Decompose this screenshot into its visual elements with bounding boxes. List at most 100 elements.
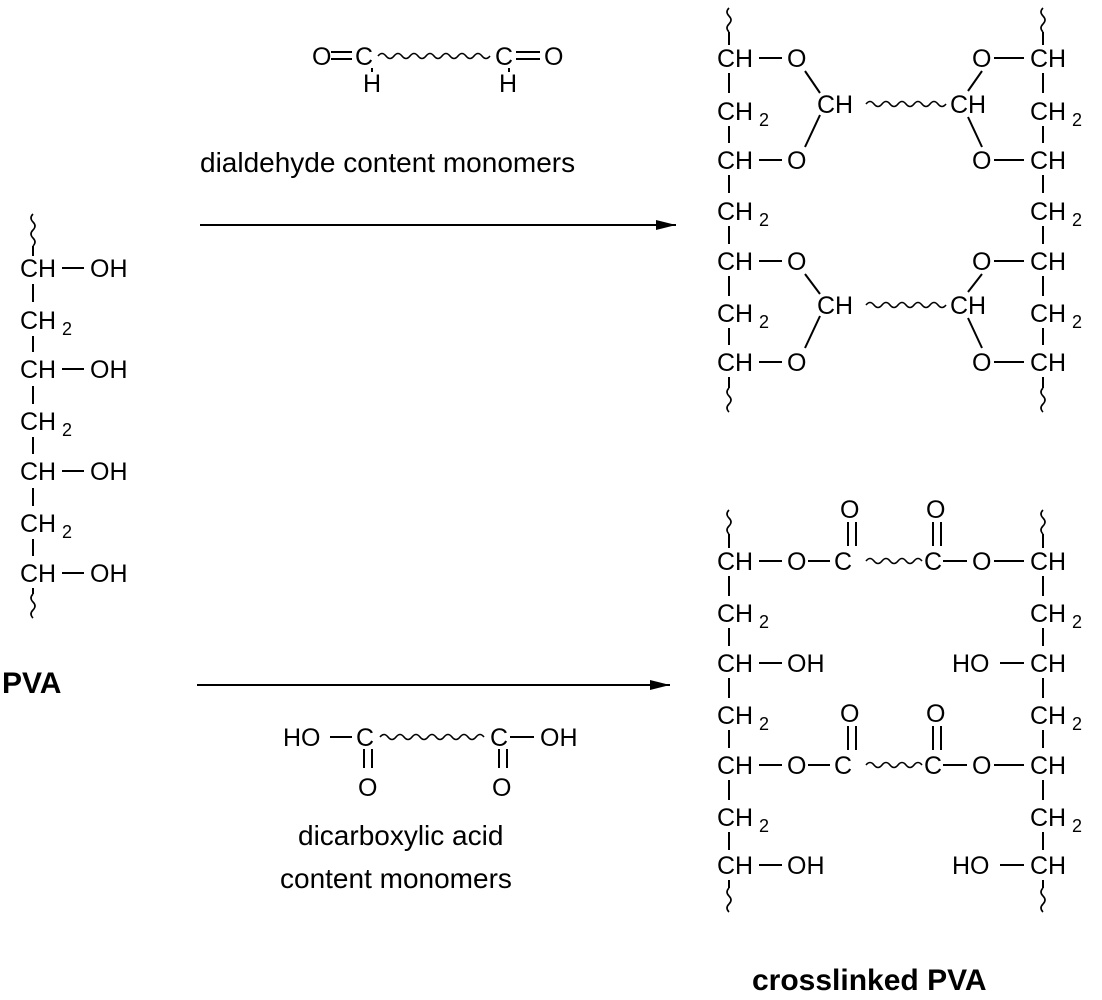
- atom-ho: HO: [283, 724, 321, 752]
- chain-end-squiggle: [726, 387, 732, 413]
- atom-o: O: [972, 548, 991, 576]
- atom-ch: CH: [1030, 852, 1066, 880]
- atom-ch: CH: [950, 91, 986, 119]
- atom-o: O: [972, 147, 991, 175]
- linker-squiggle: [379, 733, 485, 741]
- atom-ch: CH: [1030, 248, 1066, 276]
- atom-ch2: CH: [1030, 702, 1066, 730]
- atom-o: O: [840, 496, 859, 524]
- chain-end-squiggle: [726, 7, 732, 33]
- chain-end-squiggle: [1040, 509, 1046, 535]
- subscript-2: 2: [1072, 714, 1082, 734]
- atom-o: O: [544, 43, 563, 71]
- atom-o: O: [926, 700, 945, 728]
- atom-o: O: [358, 774, 377, 802]
- atom-o: O: [972, 752, 991, 780]
- atom-o: O: [840, 700, 859, 728]
- pva-methylene: CH 2: [20, 307, 72, 339]
- ring-bond: [967, 273, 983, 293]
- linker-squiggle: [865, 761, 923, 769]
- atom-ch2: CH: [717, 98, 753, 126]
- atom-ch: CH: [1030, 548, 1066, 576]
- atom-o: O: [972, 248, 991, 276]
- subscript-2: 2: [1072, 816, 1082, 836]
- subscript-2: 2: [759, 816, 769, 836]
- chain-end-squiggle: [1040, 887, 1046, 913]
- atom-ch2: CH: [717, 804, 753, 832]
- atom-o: O: [972, 349, 991, 377]
- atom-o: O: [787, 45, 806, 73]
- subscript-2: 2: [759, 714, 769, 734]
- atom-ch2: CH: [1030, 198, 1066, 226]
- atom-ch2: CH: [1030, 600, 1066, 628]
- atom-ch: CH: [1030, 752, 1066, 780]
- chain-end-squiggle: [30, 213, 36, 247]
- atom-ch: CH: [717, 248, 753, 276]
- dicarboxylic-caption-line1: dicarboxylic acid: [298, 820, 503, 851]
- linker-squiggle: [377, 52, 491, 60]
- atom-oh: OH: [540, 724, 578, 752]
- pva-unit: CH OH: [20, 255, 128, 283]
- atom-ch: CH: [717, 852, 753, 880]
- atom-o: O: [787, 349, 806, 377]
- atom-ch2: CH: [1030, 98, 1066, 126]
- atom-ho: HO: [952, 650, 990, 678]
- atom-ch2: CH: [717, 300, 753, 328]
- atom-ch: CH: [717, 548, 753, 576]
- pva-methylene: CH 2: [20, 510, 72, 542]
- atom-ch: CH: [20, 356, 56, 384]
- atom-ch: CH: [1030, 45, 1066, 73]
- atom-ch: CH: [817, 91, 853, 119]
- chain-end-squiggle: [726, 887, 732, 913]
- ring-bond: [967, 116, 983, 148]
- pva-unit: CH OH: [20, 356, 128, 384]
- linker-squiggle: [865, 557, 923, 565]
- atom-c: C: [490, 724, 508, 752]
- atom-ch2: CH: [717, 198, 753, 226]
- chain-end-squiggle: [30, 593, 36, 619]
- pva-methylene: CH 2: [20, 408, 72, 440]
- atom-ch: CH: [717, 650, 753, 678]
- ring-bond: [804, 114, 821, 148]
- chain-end-squiggle: [726, 509, 732, 535]
- atom-ch: CH: [717, 349, 753, 377]
- ester-crosslinked-pva: CH O C O C O O CH CH 2 CH OH CH 2 CH O C: [717, 496, 1082, 913]
- linker-squiggle: [865, 301, 947, 309]
- subscript-2: 2: [62, 522, 72, 542]
- atom-oh: OH: [90, 255, 128, 283]
- atom-h: H: [363, 70, 381, 98]
- subscript-2: 2: [1072, 312, 1082, 332]
- chain-end-squiggle: [1040, 7, 1046, 33]
- dicarboxylic-acid-structure: HO C O C O OH: [283, 724, 578, 802]
- subscript-2: 2: [62, 420, 72, 440]
- linker-squiggle: [865, 100, 947, 108]
- atom-o: O: [787, 248, 806, 276]
- atom-ch: CH: [717, 45, 753, 73]
- ring-bond: [804, 315, 821, 349]
- atom-c: C: [495, 43, 513, 71]
- atom-h: H: [499, 70, 517, 98]
- atom-ch2: CH: [1030, 804, 1066, 832]
- atom-o: O: [787, 752, 806, 780]
- atom-ch: CH: [20, 560, 56, 588]
- atom-ch: CH: [1030, 650, 1066, 678]
- atom-ch: CH: [20, 458, 56, 486]
- subscript-2: 2: [1072, 110, 1082, 130]
- atom-ch: CH: [1030, 147, 1066, 175]
- atom-ch2: CH: [20, 510, 56, 538]
- ring-bond: [967, 70, 983, 92]
- atom-ch2: CH: [20, 408, 56, 436]
- subscript-2: 2: [1072, 612, 1082, 632]
- atom-ch2: CH: [717, 702, 753, 730]
- atom-ch: CH: [950, 292, 986, 320]
- pva-label: PVA: [2, 667, 61, 700]
- subscript-2: 2: [759, 110, 769, 130]
- atom-ch2: CH: [717, 600, 753, 628]
- atom-oh: OH: [90, 356, 128, 384]
- dicarboxylic-caption-line2: content monomers: [280, 863, 512, 894]
- subscript-2: 2: [759, 612, 769, 632]
- dialdehyde-caption: dialdehyde content monomers: [200, 147, 575, 178]
- atom-o: O: [926, 496, 945, 524]
- atom-c: C: [924, 752, 942, 780]
